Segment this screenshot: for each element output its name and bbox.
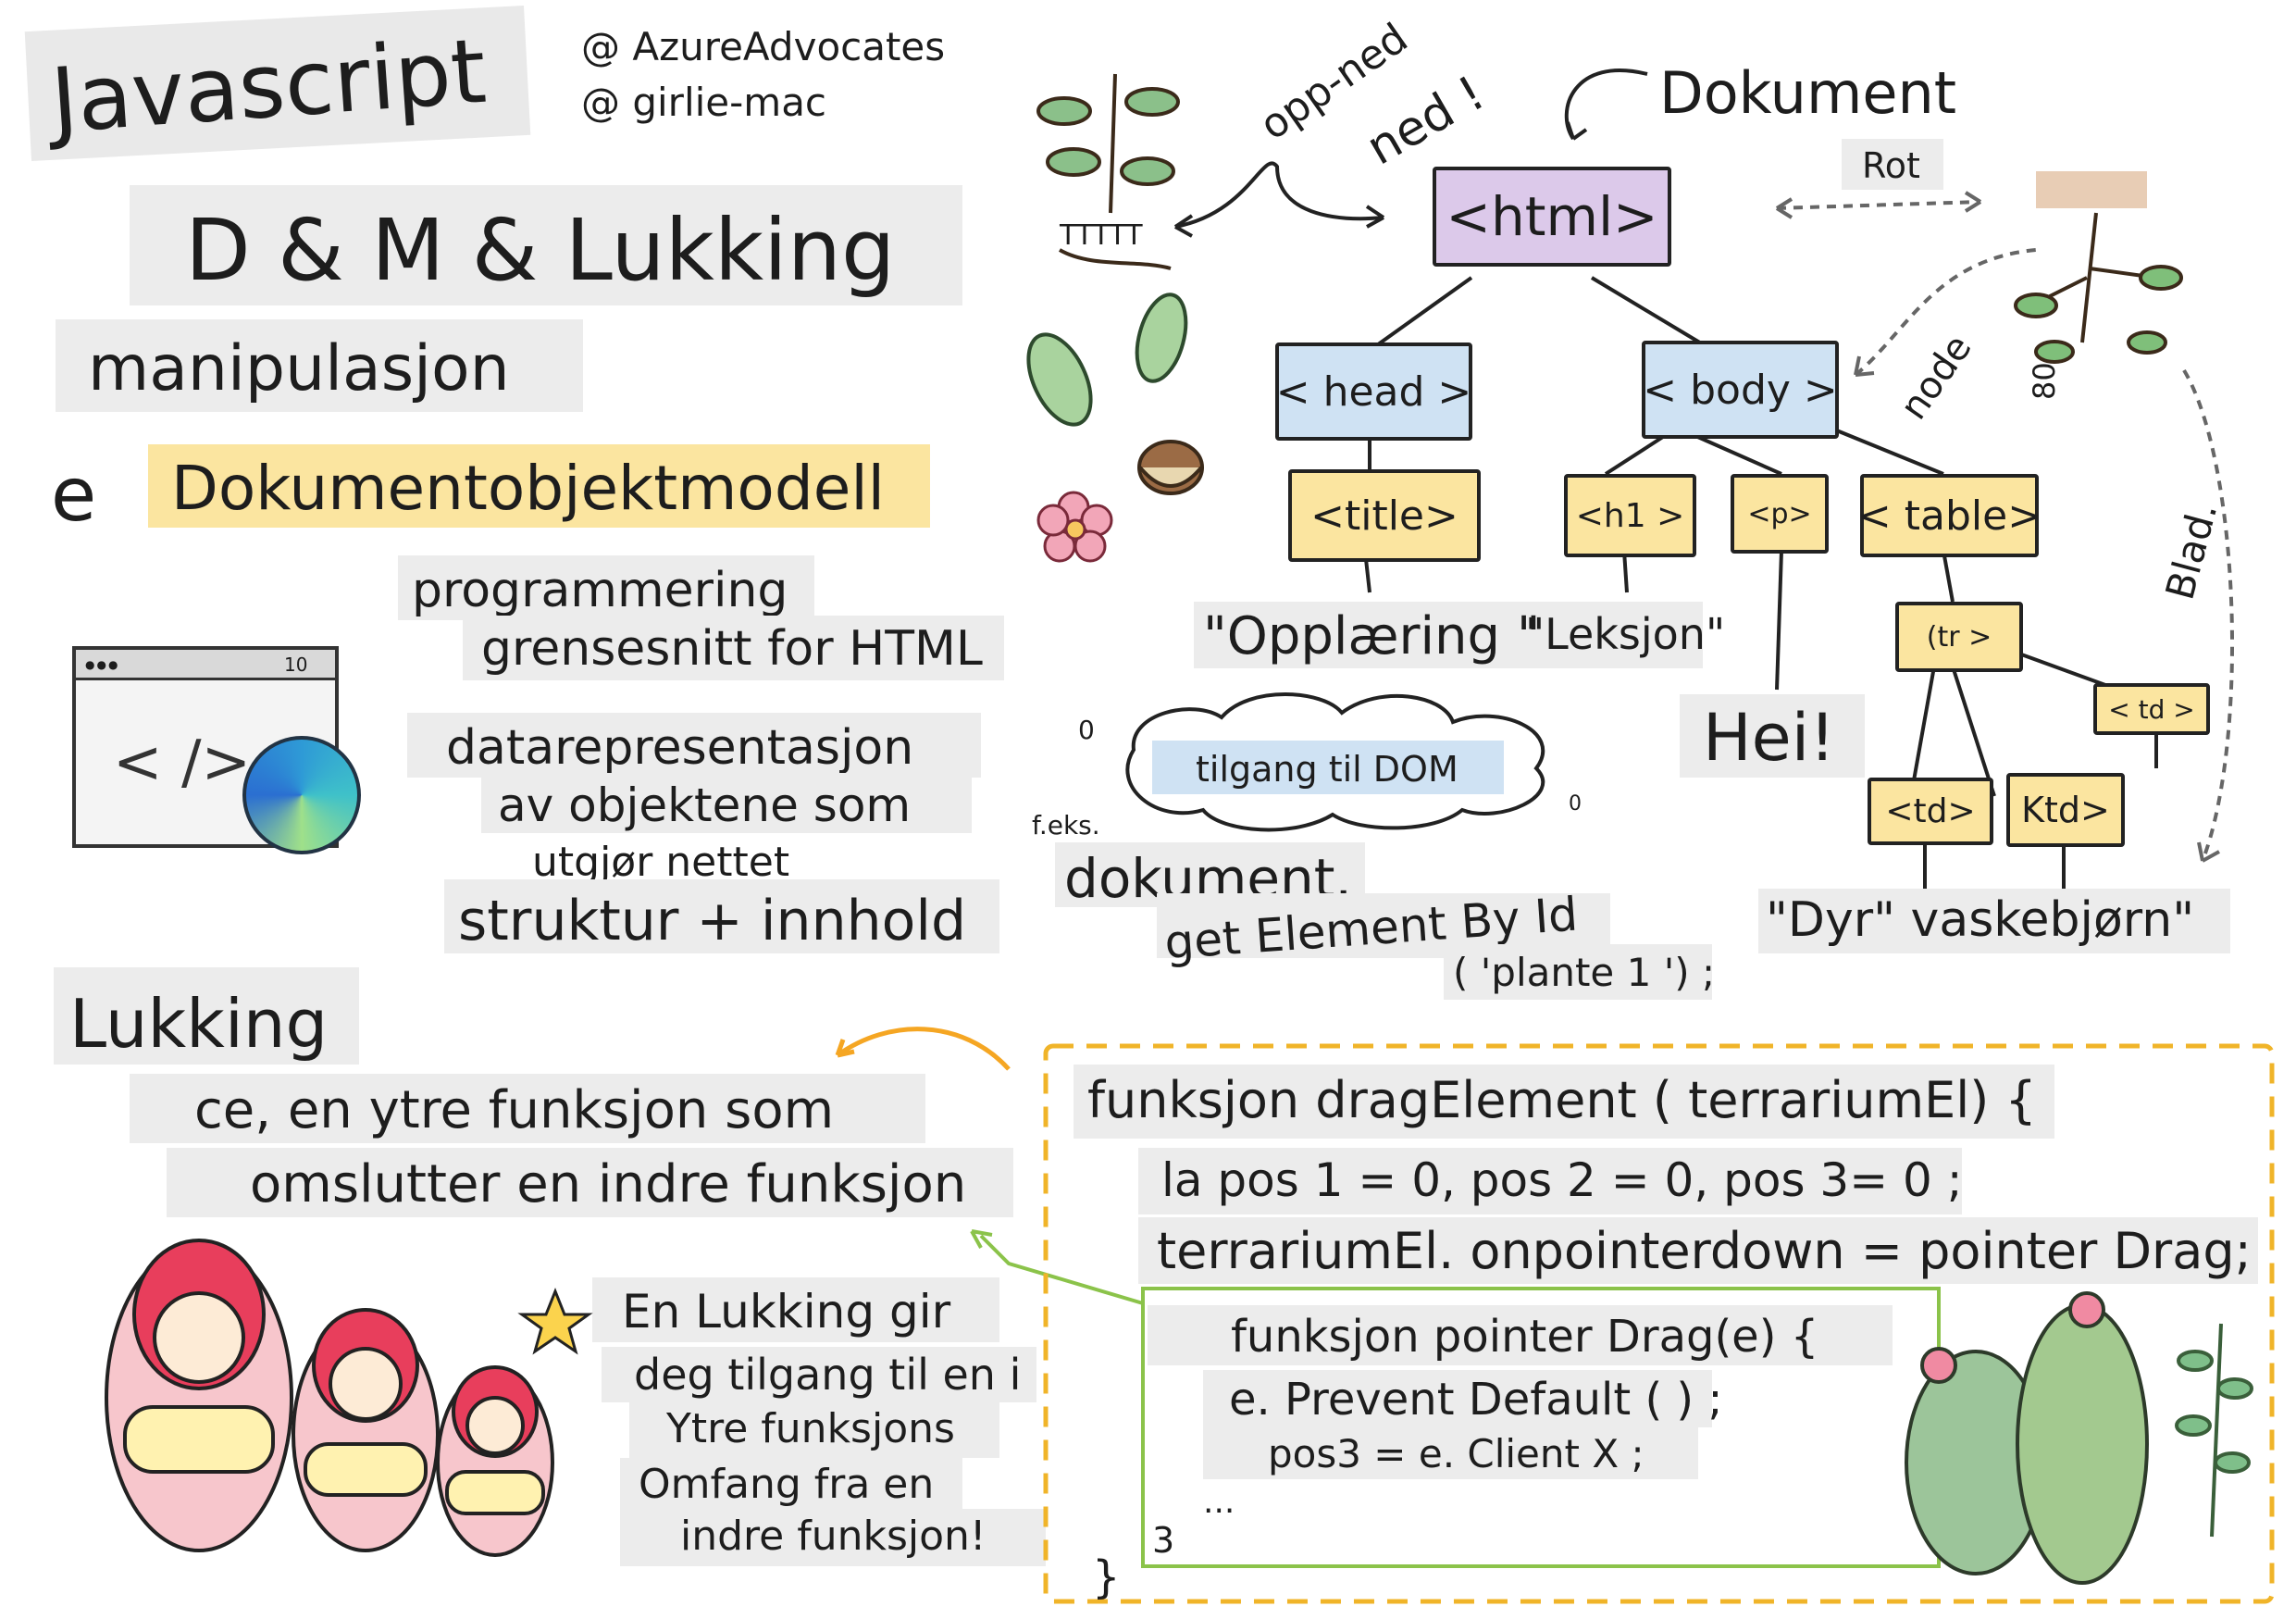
closure-def-line2: omslutter en indre funksjon [250,1154,967,1214]
text-leksjon: "Leksjon" [1525,609,1726,659]
code-line-1: funksjon dragElement ( terrariumEl) { [1087,1071,2037,1129]
star-icon [517,1287,593,1355]
closure-arrow-orange [836,1027,1011,1071]
label-rot: Rot [1862,145,1920,186]
roots-icon [2014,171,2183,364]
node-td-2: Ktd> [2006,773,2125,847]
def-struktur: struktur + innhold [458,889,967,953]
def-datarepresentasjon: datarepresentasjon [446,720,914,776]
closure-desc-line3: Ytre funksjons [666,1405,955,1452]
inner-close: 3 [1152,1520,1175,1561]
credit-girlie: @ girlie-mac [581,80,827,125]
node-body: < body > [1642,341,1839,439]
credit-azure: @ AzureAdvocates [581,24,946,69]
upside-down-plant-icon [1036,73,1180,270]
leaf-icon [1026,293,1188,427]
closure-desc-line1: En Lukking gir [622,1285,951,1339]
text-dyr-vaskebjorn: "Dyr" vaskebjørn" [1766,892,2195,948]
code-brackets-icon: < /> [113,729,252,797]
browser-counter: 10 [284,654,308,676]
inner-line-2: e. Prevent Default ( ) ; [1229,1374,1723,1426]
node-html: <html> [1433,167,1671,267]
code-line-3: terrariumEl. onpointerdown = pointer Dra… [1157,1222,2252,1280]
node-p: <p> [1731,474,1829,554]
tree-dokument: Dokument [1659,59,1957,127]
inner-line-1: funksjon pointer Drag(e) { [1231,1311,1819,1363]
label-root-number: 80 [2027,362,2062,400]
code-line-2: la pos 1 = 0, pos 2 = 0, pos 3= 0 ; [1161,1153,1963,1207]
inner-line-3: pos3 = e. Client X ; [1268,1431,1644,1476]
title-e: e [51,452,97,538]
node-td-1: <td> [1868,778,1993,845]
node-tr: (tr > [1895,602,2023,672]
node-title: <title> [1288,469,1481,562]
def-programmering: programmering [412,563,788,618]
title-dokumentobjektmodell: Dokumentobjektmodell [171,453,885,524]
outer-close: } [1092,1551,1121,1603]
note-zero-right: 0 [1569,792,1582,816]
note-zero-left: 0 [1078,715,1095,745]
closure-arrow-green [979,1234,1144,1305]
node-head: < head > [1275,342,1472,441]
code-dashed-box [1043,1043,2275,1604]
node-td-3: < td > [2093,683,2210,735]
browser-dots-icon: ●●● [85,658,120,671]
closure-desc-line5: indre funksjon! [680,1513,987,1560]
cloud-label: tilgang til DOM [1196,749,1458,790]
def-nettet: utgjør nettet [532,839,790,886]
def-objektene: av objektene som [498,778,912,832]
def-grensesnitt: grensesnitt for HTML [481,621,983,677]
example-prefix: f.eks. [1032,810,1100,841]
closure-desc-line2: deg tilgang til en i [634,1350,1022,1400]
closure-def-line1: ce, en ytre funksjon som [194,1080,835,1140]
text-opplaering: "Opplæring " [1203,606,1541,666]
title-manipulasjon: manipulasjon [88,332,510,405]
closure-heading: Lukking [69,985,329,1063]
inner-line-4: ... [1203,1483,1235,1521]
edge-logo-icon [242,736,361,854]
code-plante: ( 'plante 1 ') ; [1453,950,1716,995]
closure-desc-line4: Omfang fra en [639,1461,935,1508]
acorn-icon [1137,440,1204,495]
node-table: < table> [1857,474,2042,557]
cactus-icon [1905,1291,2149,1585]
node-h1: <h1 > [1564,474,1696,557]
title-dm-lukking: D & M & Lukking [185,201,896,300]
matryoshka-dolls-icon [105,1239,554,1557]
text-hei: Hei! [1703,700,1836,776]
fern-icon [2175,1323,2253,1538]
label-plant-roots: TTTTT [1060,219,1143,252]
flower-icon [1036,491,1113,563]
